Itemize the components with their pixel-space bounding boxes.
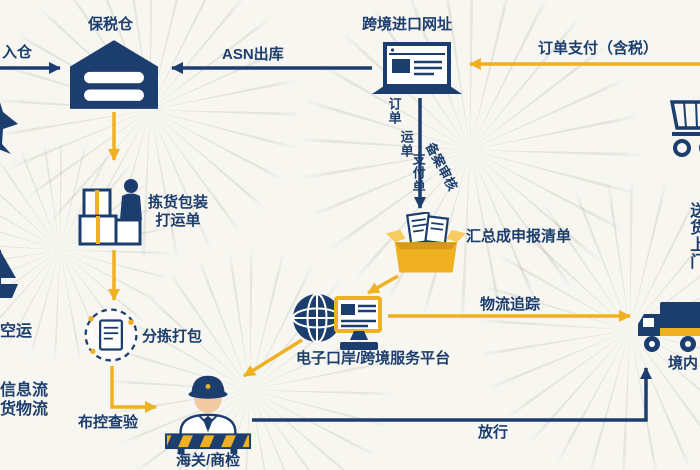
connector-release (252, 367, 652, 422)
connector-platform-to-customs (243, 338, 303, 378)
customs-label: 海关/商检 (176, 452, 241, 469)
shopping-cart-icon (669, 100, 700, 157)
declaration-box-icon (386, 212, 466, 273)
logistics-tracking-label: 物流追踪 (480, 296, 541, 313)
connector-declaration-to-platform (367, 274, 399, 295)
pick-pack-icon (78, 179, 142, 246)
declaration-list-label: 汇总成申报清单 (466, 228, 572, 245)
air-freight-label: 空运 (0, 323, 33, 340)
import-site-label: 跨境进口网址 (362, 16, 453, 33)
inspection-label: 布控查验 (78, 414, 139, 431)
goods-flow-label: 货物流 (0, 401, 49, 418)
pick-pack-label: 拣货包装 打运单 (148, 194, 208, 230)
home-delivery-label: 送货上门 (687, 202, 700, 270)
connector-sort-to-customs (110, 366, 157, 413)
pick-pack-line1: 拣货包装 (148, 194, 209, 211)
ship-icon (0, 250, 18, 298)
bonded-warehouse-label: 保税仓 (88, 16, 134, 33)
sort-pack-label: 分拣打包 (142, 328, 203, 345)
domestic-label: 境内 (668, 355, 699, 372)
asn-outbound-label: ASN出库 (222, 46, 284, 63)
pick-pack-line2: 打运单 (155, 212, 201, 229)
warehouse-icon (70, 40, 158, 109)
delivery-truck-icon (638, 302, 700, 352)
eport-platform-label: 电子口岸/跨境服务平台 (296, 350, 451, 367)
order-payment-label: 订单支付（含税） (538, 40, 659, 57)
airplane-icon (0, 102, 18, 154)
info-flow-label: 信息流 (0, 382, 49, 399)
customs-officer-icon (164, 375, 252, 454)
order-slip-label: 订单 (386, 97, 402, 125)
release-label: 放行 (478, 424, 509, 441)
waybill-slip-label: 运单 (398, 130, 414, 158)
payment-slip-label: 支付单 (410, 152, 426, 194)
sort-pack-icon (84, 308, 138, 362)
eport-globe-computer-icon (292, 293, 382, 350)
laptop-icon (372, 42, 462, 94)
entry-label: 入仓 (2, 44, 33, 61)
